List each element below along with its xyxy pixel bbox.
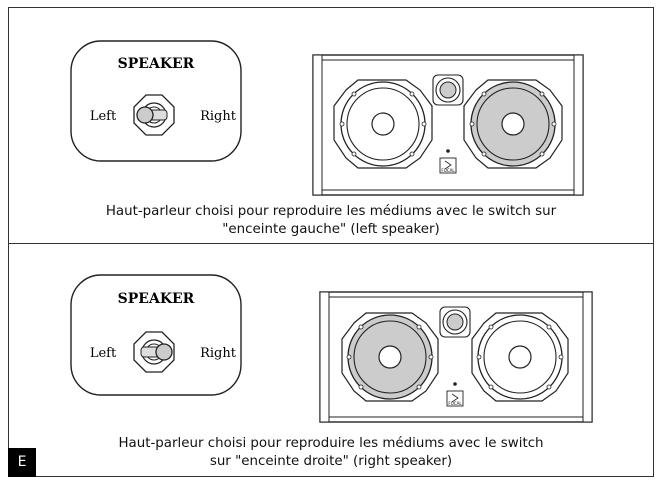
speaker-cabinet: FOCAL: [312, 54, 584, 196]
caption-line-1: Haut-parleur choisi pour reproduire les …: [105, 204, 557, 219]
caption-line-1: Haut-parleur choisi pour reproduire les …: [118, 436, 544, 451]
caption-left-speaker: Haut-parleur choisi pour reproduire les …: [8, 203, 654, 239]
switch-label-right: Right: [200, 109, 237, 124]
tweeter: [439, 306, 471, 338]
brand-text: FOCAL: [448, 401, 462, 406]
toggle-switch[interactable]: [133, 331, 175, 373]
panel-divider: [8, 243, 654, 244]
brand-text: FOCAL: [441, 168, 455, 173]
woofer-right: [471, 312, 569, 402]
caption-line-2: sur "enceinte droite" (right speaker): [209, 454, 453, 469]
switch-title: SPEAKER: [118, 56, 195, 72]
figure-frame: [8, 7, 654, 477]
panel-right-speaker: SPEAKER Left Right: [8, 245, 654, 477]
speaker-cabinet: FOCAL: [319, 291, 593, 423]
diagram-left-speaker: SPEAKER Left Right: [70, 40, 584, 196]
toggle-knob: [136, 106, 154, 124]
switch-label-left: Left: [90, 346, 117, 361]
switch-label-left: Left: [90, 109, 117, 124]
brand-badge: FOCAL: [439, 149, 457, 174]
caption-right-speaker: Haut-parleur choisi pour reproduire les …: [8, 435, 654, 471]
section-tab: E: [8, 448, 36, 477]
diagram-right-speaker: SPEAKER Left Right: [70, 274, 593, 423]
switch-title: SPEAKER: [118, 291, 195, 307]
switch-label-right: Right: [200, 346, 237, 361]
caption-line-2: "enceinte gauche" (left speaker): [222, 222, 440, 237]
toggle-knob: [155, 343, 173, 361]
toggle-switch[interactable]: [133, 94, 175, 136]
woofer-left: [333, 79, 433, 169]
tweeter: [432, 74, 464, 106]
woofer-left-highlighted: [341, 312, 439, 402]
woofer-right-highlighted: [463, 79, 563, 169]
brand-badge: FOCAL: [446, 382, 464, 407]
panel-left-speaker: SPEAKER Left Right: [8, 8, 654, 243]
